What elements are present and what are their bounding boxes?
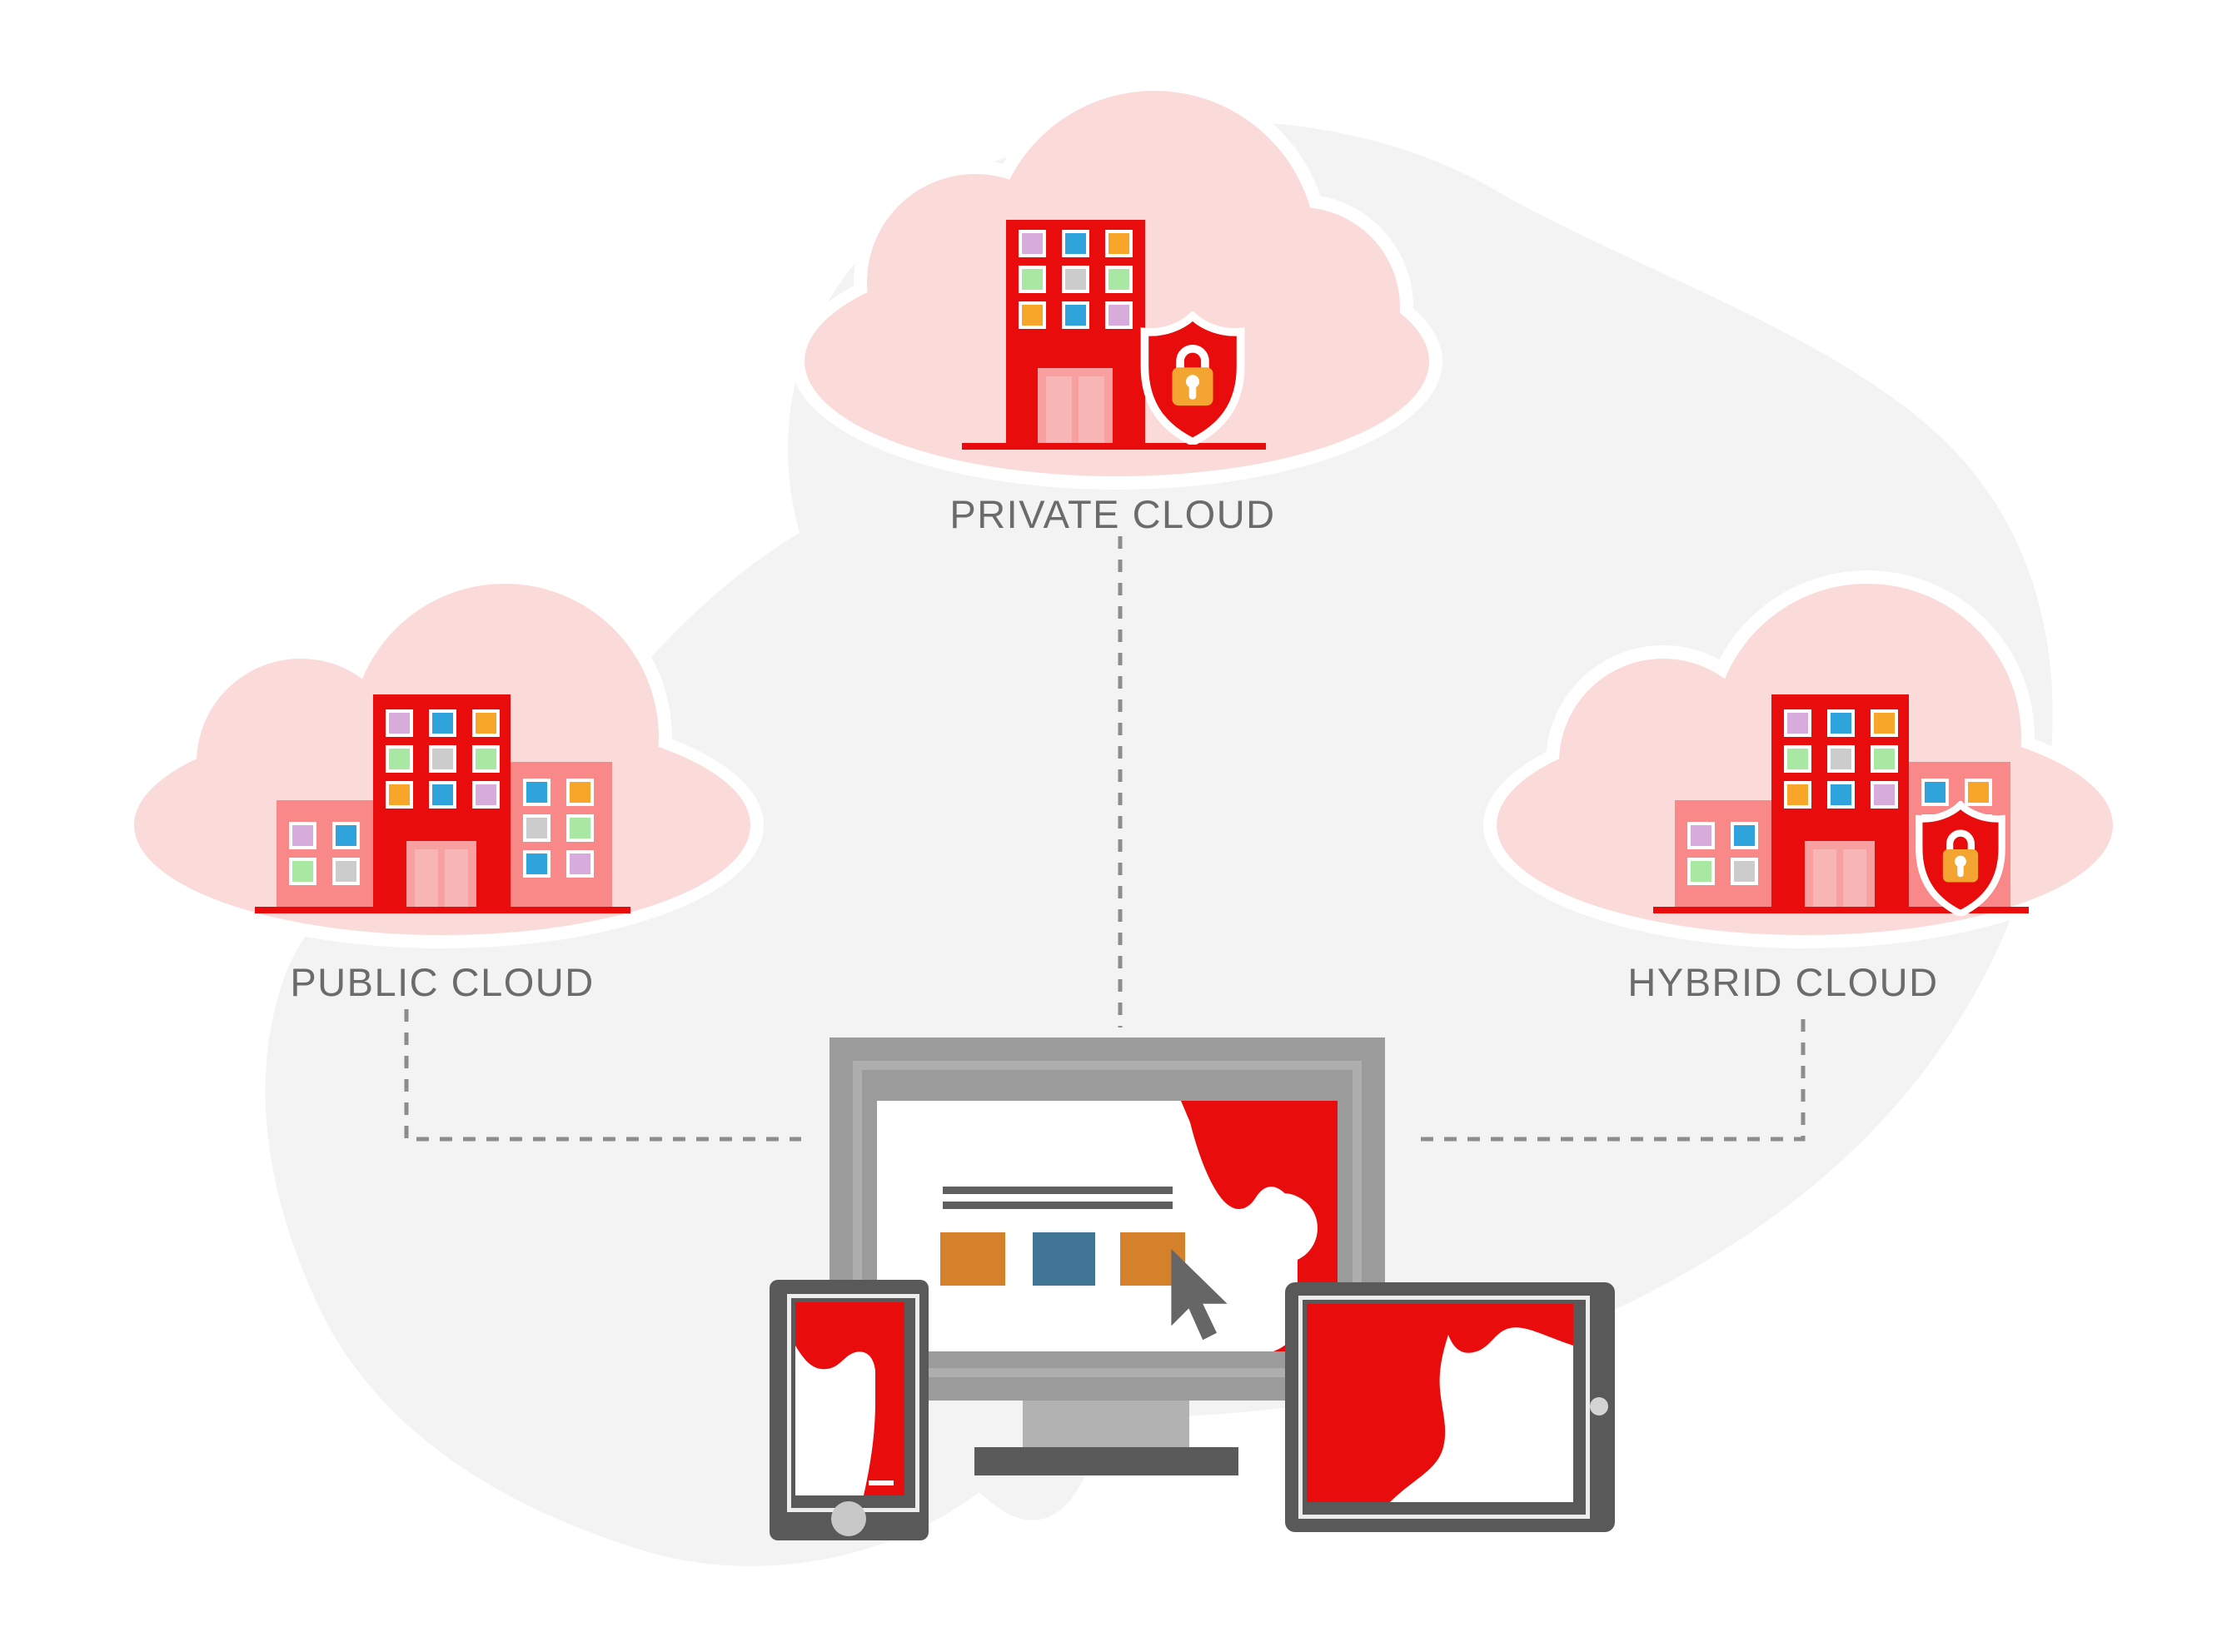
building-icon	[373, 694, 511, 907]
monitor-screen	[877, 1101, 1338, 1351]
building-windows	[289, 822, 360, 885]
window	[523, 779, 551, 806]
window	[523, 850, 551, 878]
window	[1965, 779, 1992, 806]
building-windows	[523, 779, 594, 878]
public-cloud-buildings	[255, 691, 630, 913]
window	[566, 814, 594, 842]
shield-lock-icon	[1138, 311, 1248, 445]
building-windows	[386, 709, 500, 809]
building-side-icon	[1675, 800, 1771, 907]
window	[1731, 858, 1758, 885]
building-side-icon	[511, 762, 612, 907]
window	[1921, 779, 1949, 806]
window	[1827, 745, 1855, 773]
webpage-text-line	[943, 1187, 1173, 1194]
window	[386, 709, 413, 737]
ground-line	[1653, 907, 2029, 913]
window	[1687, 858, 1715, 885]
smartphone-icon	[770, 1280, 929, 1540]
tablet-icon	[1285, 1282, 1615, 1532]
window	[386, 745, 413, 773]
window	[1062, 266, 1089, 293]
private-cloud-label: PRIVATE CLOUD	[949, 492, 1276, 536]
window	[1731, 822, 1758, 849]
tablet-screen-frame	[1298, 1296, 1590, 1519]
ground-line	[962, 443, 1266, 450]
window	[1784, 781, 1811, 809]
window	[472, 745, 500, 773]
building-door	[1038, 368, 1113, 443]
window	[1019, 230, 1046, 257]
window	[566, 779, 594, 806]
window	[1019, 266, 1046, 293]
window	[1827, 709, 1855, 737]
window	[1871, 781, 1898, 809]
window	[472, 781, 500, 809]
window	[472, 709, 500, 737]
building-windows	[1784, 709, 1898, 809]
building-windows	[1019, 230, 1133, 329]
window	[332, 822, 360, 849]
ground-line	[255, 907, 630, 913]
window	[386, 781, 413, 809]
private-cloud-buildings	[962, 216, 1266, 450]
window	[1019, 301, 1046, 329]
building-door	[1805, 841, 1875, 907]
window	[1827, 781, 1855, 809]
window	[523, 814, 551, 842]
webpage-button-blue	[1033, 1232, 1095, 1286]
building-side-icon	[277, 800, 373, 907]
window	[289, 822, 316, 849]
tablet-side-button	[1590, 1397, 1608, 1416]
window	[1871, 709, 1898, 737]
building-icon	[1006, 220, 1145, 443]
window	[1871, 745, 1898, 773]
window	[1784, 709, 1811, 737]
shield-lock-icon	[1914, 801, 2007, 916]
window	[566, 850, 594, 878]
window	[289, 858, 316, 885]
window	[1687, 822, 1715, 849]
hybrid-cloud-label: HYBRID CLOUD	[1627, 960, 1939, 1004]
phone-screen	[795, 1302, 904, 1495]
tablet-screen	[1307, 1304, 1573, 1502]
monitor-stand-neck	[1023, 1401, 1189, 1447]
webpage-button-orange	[940, 1232, 1005, 1286]
window	[1105, 266, 1133, 293]
window	[1062, 230, 1089, 257]
building-windows	[1687, 822, 1758, 885]
building-icon	[1771, 694, 1909, 907]
window	[429, 781, 456, 809]
window	[1105, 301, 1133, 329]
window	[1784, 745, 1811, 773]
window	[429, 709, 456, 737]
public-cloud-label: PUBLIC CLOUD	[290, 960, 595, 1004]
building-door	[406, 841, 476, 907]
window	[429, 745, 456, 773]
phone-red-swoosh	[795, 1302, 904, 1495]
window	[332, 858, 360, 885]
red-swoosh-graphic	[1181, 1101, 1338, 1351]
monitor-stand-base	[974, 1447, 1238, 1475]
window	[1105, 230, 1133, 257]
window	[1062, 301, 1089, 329]
cursor-icon	[1171, 1249, 1228, 1341]
webpage-text-line	[943, 1202, 1173, 1209]
tablet-red-swoosh	[1307, 1304, 1573, 1502]
phone-home-button	[831, 1501, 866, 1536]
monitor-bezel-line	[853, 1061, 1362, 1377]
